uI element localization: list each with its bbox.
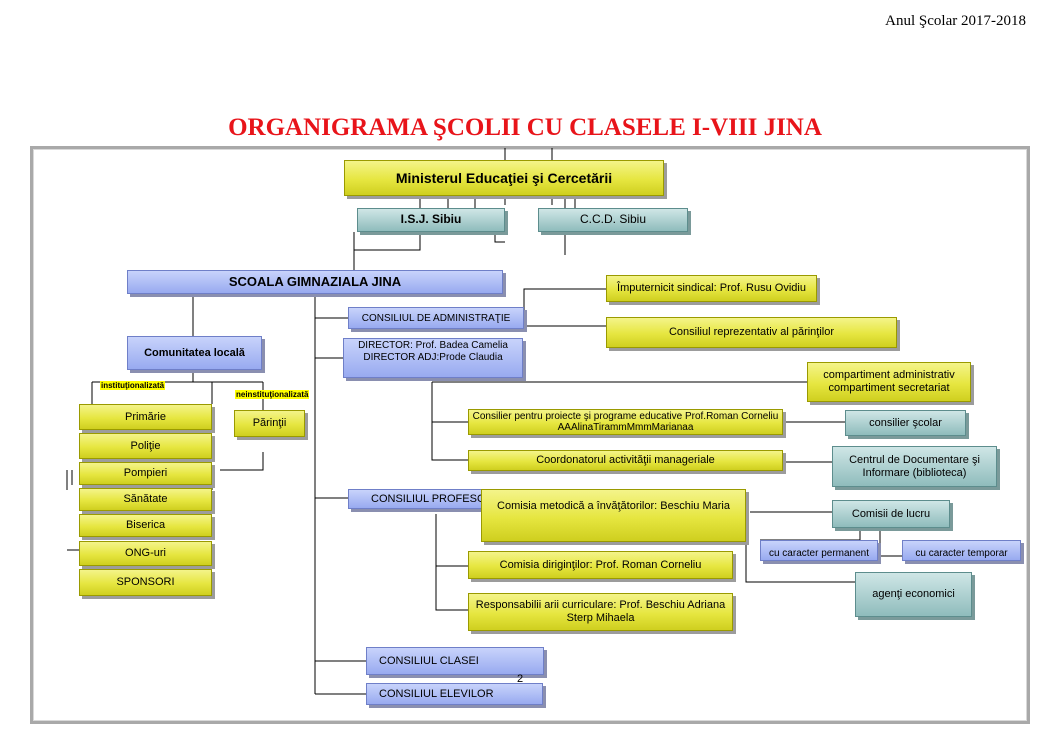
- school-year: Anul Şcolar 2017-2018: [885, 13, 1026, 29]
- teachers-method-commission-box: Comisia metodică a învăţătorilor: Beschi…: [481, 489, 746, 542]
- curricular-areas-box: Responsabilii arii curriculare: Prof. Be…: [468, 593, 733, 631]
- page-number: 2: [517, 673, 524, 685]
- economic-agents-box: agenţi economici: [855, 572, 972, 617]
- community-box: Comunitatea locală: [127, 336, 262, 370]
- chart-frame: [30, 146, 1030, 724]
- ministry-box: Ministerul Educaţiei şi Cercetării: [344, 160, 664, 196]
- documentation-center-box: Centrul de Documentare şi Informare (bib…: [832, 446, 997, 487]
- community-item-sponsori: SPONSORI: [79, 569, 212, 596]
- admin-compartment-box: compartiment administrativ compartiment …: [807, 362, 971, 402]
- managerial-coordinator-box: Coordonatorul activităţii manageriale: [468, 450, 783, 471]
- temporary-box: cu caracter temporar: [902, 540, 1021, 561]
- institutionalized-label: instituţionalizată: [100, 381, 166, 390]
- community-item-primarie: Primărie: [79, 404, 212, 430]
- parents-council-box: Consiliul reprezentativ al părinţilor: [606, 317, 897, 348]
- class-council-box: CONSILIUL CLASEI: [366, 647, 544, 675]
- educational-counselor-box: Consilier pentru proiecte şi programe ed…: [468, 409, 783, 435]
- community-item-sanatate: Sănătate: [79, 488, 212, 511]
- student-council-box: CONSILIUL ELEVILOR: [366, 683, 543, 705]
- work-commissions-box: Comisii de lucru: [832, 500, 950, 528]
- community-item-pompieri: Pompieri: [79, 462, 212, 485]
- school-counselor-box: consilier şcolar: [845, 410, 966, 436]
- isj-box: I.S.J. Sibiu: [357, 208, 505, 232]
- parents-box: Părinţii: [234, 410, 305, 437]
- school-box: SCOALA GIMNAZIALA JINA: [127, 270, 503, 294]
- director-box: DIRECTOR: Prof. Badea Camelia DIRECTOR A…: [343, 338, 523, 378]
- non-institutionalized-label: neinstituţionalizată: [235, 390, 310, 399]
- teachers-council-box: CONSILIUL PROFESORAL: [348, 489, 498, 509]
- community-item-biserica: Biserica: [79, 514, 212, 537]
- community-item-politie: Poliţie: [79, 433, 212, 459]
- form-masters-commission-box: Comisia diriginţilor: Prof. Roman Cornel…: [468, 551, 733, 579]
- page-title: ORGANIGRAMA ŞCOLII CU CLASELE I-VIII JIN…: [228, 114, 822, 141]
- admin-council-box: CONSILIUL DE ADMINISTRAŢIE: [348, 307, 524, 329]
- permanent-box: cu caracter permanent: [760, 540, 878, 561]
- community-item-ong: ONG-uri: [79, 541, 212, 566]
- union-rep-box: Împuternicit sindical: Prof. Rusu Ovidiu: [606, 275, 817, 302]
- ccd-box: C.C.D. Sibiu: [538, 208, 688, 232]
